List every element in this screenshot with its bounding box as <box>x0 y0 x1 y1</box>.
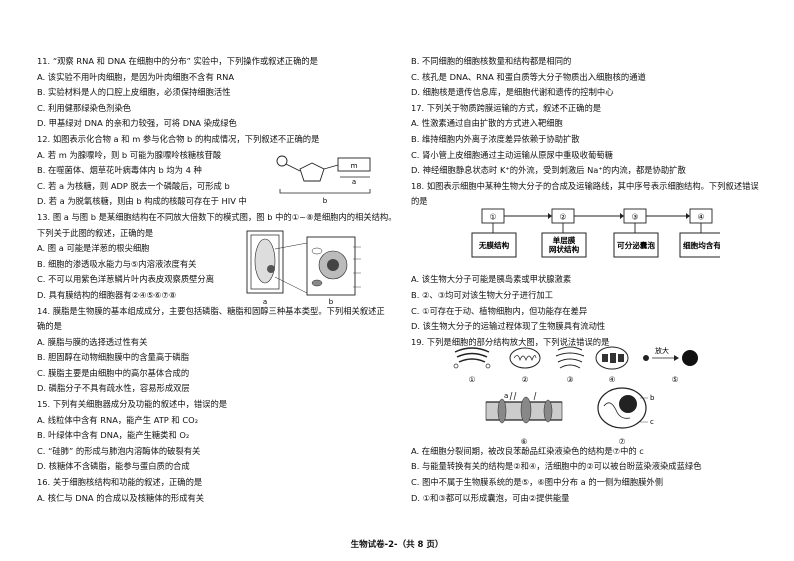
flow-label-box <box>471 232 517 258</box>
flow-number: ③ <box>631 213 638 222</box>
text-line: D. 该生物大分子的运输过程体现了生物膜具有流动性 <box>411 321 606 332</box>
text-line: 16. 关于细胞核结构和功能的叙述，正确的是 <box>37 477 203 488</box>
organelle-number: ⑤ <box>672 375 679 384</box>
text-line: C. 核孔是 DNA、RNA 和蛋白质等大分子物质出入细胞核的通道 <box>411 71 646 82</box>
text-line: B. 维持细胞内外离子浓度差异依赖于协助扩散 <box>411 133 580 144</box>
organelle-number: ④ <box>609 375 616 384</box>
text-line: B. 在噬菌体、烟草花叶病毒体内 b 均为 4 种 <box>37 165 202 176</box>
text-line: D. 细胞核是遗传信息库，是细胞代谢和遗传的控制中心 <box>411 87 614 98</box>
part-label-c: c <box>650 418 654 426</box>
text-line: A. 若 m 为腺嘌呤，则 b 可能为腺嘌呤核糖核苷酸 <box>37 149 222 160</box>
text-line: D. 具有膜结构的细胞器有②④⑤⑥⑦⑧ <box>37 289 177 300</box>
organelle-number: ⑥ <box>521 437 528 446</box>
flow-arrowhead <box>620 213 624 219</box>
text-line: B. 不同细胞的细胞核数量和结构都是相同的 <box>411 56 572 66</box>
flow-label-box <box>679 232 720 258</box>
fig13-label-a: a <box>263 298 267 306</box>
text-line: 下列关于此图的叙述，正确的是 <box>37 227 154 238</box>
organelle-figure: 放大 a b c ① ② ③ ④ ⑤ ⑥ ⑦ <box>453 346 698 446</box>
text-line: 15. 下列有关细胞器成分及功能的叙述中，错误的是 <box>37 399 228 410</box>
flow-label-box <box>613 232 659 258</box>
fig12-label-b: b <box>323 197 328 205</box>
text-line: D. 磷脂分子不具有疏水性，容易形成双层 <box>37 383 190 394</box>
text-line: 11. “观察 RNA 和 DNA 在细胞中的分布” 实验中，下列操作或叙述正确… <box>37 56 318 66</box>
flow-label: 网状结构 <box>549 244 580 254</box>
organelle-number: ⑦ <box>619 437 626 446</box>
organelle-number: ② <box>522 375 529 384</box>
nucleotide-diagram: m a b <box>276 155 371 205</box>
text-line: A. 膜脂与膜的选择透过性有关 <box>37 336 148 347</box>
text-line: 的是 <box>411 196 428 207</box>
text-line: 17. 下列关于物质跨膜运输的方式，叙述不正确的是 <box>411 102 602 113</box>
part-label-b: b <box>650 394 655 402</box>
text-line: 19. 下列是细胞的部分结构放大图，下列说法错误的是 <box>411 336 610 347</box>
text-line: A. 性激素通过自由扩散的方式进入靶细胞 <box>411 118 563 129</box>
text-line: C. 肾小管上皮细胞通过主动运输从原尿中重吸收葡萄糖 <box>411 149 613 160</box>
text-line: C. 利用健那绿染色剂染色 <box>37 102 132 113</box>
organelle-number: ① <box>469 375 476 384</box>
text-line: D. ①和③都可以形成囊泡，可由②提供能量 <box>411 492 570 503</box>
text-line: 确的是 <box>37 321 62 332</box>
text-line: B. 与能量转换有关的结构是②和④，活细胞中的②可以被台盼蓝染液染成蓝绿色 <box>411 461 702 472</box>
zoom-label: 放大 <box>655 346 669 355</box>
text-line: D. 甲基绿对 DNA 的亲和力较强，可将 DNA 染成绿色 <box>37 118 237 129</box>
text-line: B. 胆固醇在动物细胞膜中的含量高于磷脂 <box>37 352 190 363</box>
fig13-label-b: b <box>329 298 334 306</box>
flow-number: ② <box>559 213 566 222</box>
text-line: A. 核仁与 DNA 的合成以及核糖体的形成有关 <box>37 492 205 503</box>
text-line: C. 膜脂主要是由细胞中的高尔基体合成的 <box>37 367 190 378</box>
text-line: C. “硅肺” 的形成与肺泡内溶酶体的破裂有关 <box>37 445 201 456</box>
text-line: B. 实验材料是人的口腔上皮细胞，必须保持细胞活性 <box>37 87 231 98</box>
text-line: 12. 如图表示化合物 a 和 m 参与化合物 b 的构成情况，下列叙述不正确的… <box>37 133 320 144</box>
flow-label: 无膜结构 <box>478 240 510 250</box>
text-line: D. 若 a 为脱氧核糖，则由 b 构成的核酸可存在于 HIV 中 <box>37 196 247 207</box>
right-column: B. 不同细胞的细胞核数量和结构都是相同的 C. 核孔是 DNA、RNA 和蛋白质… <box>411 54 771 506</box>
flow-label: 单层膜 <box>553 235 576 245</box>
flow-number: ④ <box>697 213 704 222</box>
part-label-a: a <box>504 392 508 400</box>
text-line: B. 细胞的渗透吸水能力与⑤内溶液浓度有关 <box>37 258 197 269</box>
flow-number: ① <box>489 213 496 222</box>
text-line: A. 在细胞分裂间期，被改良苯酚品红染液染色的结构是⑦中的 c <box>411 445 644 456</box>
flow-label: 细胞均含有 <box>683 240 720 250</box>
fig12-label-a: a <box>352 178 356 186</box>
flow-label: 可分泌囊泡 <box>617 240 655 250</box>
flow-label-box <box>541 232 587 258</box>
text-line: D. 核糖体不含磷脂，能参与蛋白质的合成 <box>37 461 190 472</box>
page-footer: 生物试卷-2-（共 8 页） <box>350 540 444 550</box>
text-line: C. 若 a 为核糖，则 ADP 脱去一个磷酸后，可形成 b <box>37 180 230 191</box>
cell-structure-figure: a b <box>246 230 361 306</box>
text-line: A. 该生物大分子可能是胰岛素或甲状腺激素 <box>411 274 572 285</box>
text-line: C. ①可存在于动、植物细胞内，但功能存在差异 <box>411 305 588 316</box>
organelle-number: ③ <box>567 375 574 384</box>
text-line: C. 不可以用紫色洋葱鳞片叶内表皮观察质壁分离 <box>37 274 215 285</box>
text-line: B. 叶绿体中含有 DNA，能产生糖类和 O₂ <box>37 430 190 441</box>
text-line: 18. 如图表示细胞中某种生物大分子的合成及运输路线，其中序号表示细胞结构。下列… <box>411 180 759 191</box>
text-line: A. 线粒体中含有 RNA，能产生 ATP 和 CO₂ <box>37 414 199 425</box>
text-line: A. 该实验不用叶肉细胞，是因为叶肉细胞不含有 RNA <box>37 71 235 82</box>
text-line: D. 神经细胞静息状态时 K⁺的外流，受到刺激后 Na⁺的内流，都是协助扩散 <box>411 165 686 176</box>
text-line: B. ②、③均可对该生物大分子进行加工 <box>411 289 554 300</box>
fig12-label-m: m <box>351 162 358 170</box>
flow-arrowhead <box>548 213 552 219</box>
flow-arrowhead <box>686 213 690 219</box>
text-line: A. 图 a 可能是洋葱的根尖细胞 <box>37 243 150 254</box>
text-line: 14. 膜脂是生物膜的基本组成成分，主要包括磷脂、糖脂和固醇三种基本类型。下列相… <box>37 305 385 316</box>
left-column: 11. “观察 RNA 和 DNA 在细胞中的分布” 实验中，下列操作或叙述正确… <box>37 54 397 506</box>
text-line: 13. 图 a 与图 b 是某细胞结构在不同放大倍数下的模式图，图 b 中的①~… <box>37 211 397 222</box>
text-line: C. 图中不属于生物膜系统的是⑤，⑥图中分布 a 的一侧为细胞膜外侧 <box>411 477 664 488</box>
